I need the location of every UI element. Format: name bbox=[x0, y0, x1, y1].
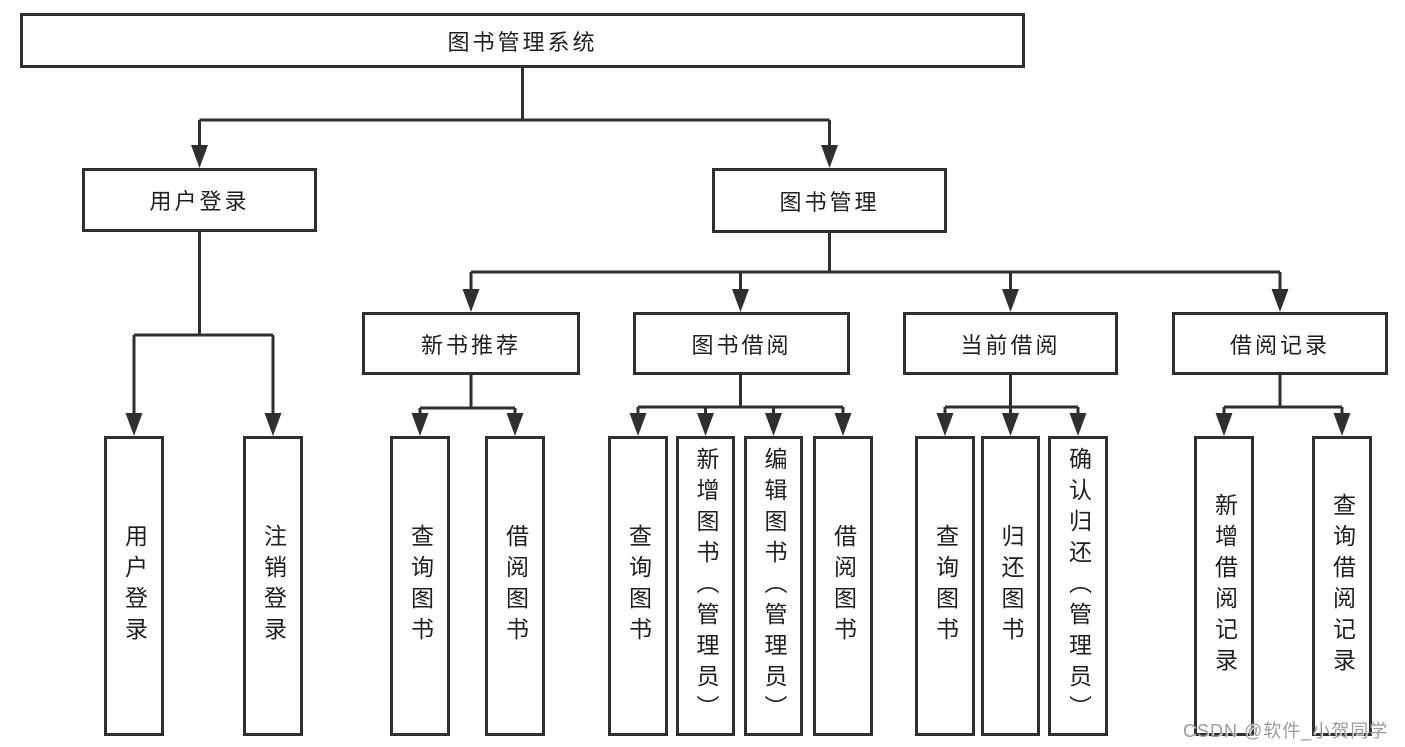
arrowheads bbox=[125, 145, 1351, 436]
node-leaf-current-query-book: 查询图书 bbox=[915, 436, 975, 736]
node-leaf-borrow-book-label: 借阅图书 bbox=[830, 524, 857, 648]
node-leaf-user-login: 用户登录 bbox=[104, 436, 164, 736]
node-book-borrow: 图书借阅 bbox=[633, 312, 850, 375]
node-leaf-recommend-query-book-label: 查询图书 bbox=[407, 524, 434, 648]
node-book-borrow-label: 图书借阅 bbox=[691, 332, 792, 358]
node-leaf-logout: 注销登录 bbox=[243, 436, 303, 736]
node-new-book-recommend: 新书推荐 bbox=[362, 312, 580, 375]
node-current-borrow-label: 当前借阅 bbox=[960, 332, 1061, 358]
node-leaf-recommend-borrow-book-label: 借阅图书 bbox=[502, 524, 529, 648]
node-leaf-user-login-label: 用户登录 bbox=[121, 524, 148, 648]
node-leaf-query-borrow-record-label: 查询借阅记录 bbox=[1329, 493, 1356, 679]
node-leaf-edit-book-admin-label: 编辑图书（管理员） bbox=[761, 446, 787, 726]
node-root: 图书管理系统 bbox=[20, 13, 1025, 68]
node-leaf-current-query-book-label: 查询图书 bbox=[932, 524, 959, 648]
node-borrow-records-label: 借阅记录 bbox=[1229, 332, 1330, 358]
node-leaf-confirm-return-admin: 确认归还（管理员） bbox=[1048, 436, 1108, 736]
node-borrow-records: 借阅记录 bbox=[1172, 312, 1388, 375]
node-new-book-recommend-label: 新书推荐 bbox=[420, 332, 521, 358]
node-leaf-query-borrow-record: 查询借阅记录 bbox=[1312, 436, 1372, 736]
node-leaf-edit-book-admin: 编辑图书（管理员） bbox=[744, 436, 803, 736]
node-leaf-borrow-book: 借阅图书 bbox=[813, 436, 873, 736]
node-book-management: 图书管理 bbox=[712, 168, 947, 233]
node-leaf-borrow-query-book: 查询图书 bbox=[608, 436, 668, 736]
node-user-login-label: 用户登录 bbox=[149, 189, 250, 214]
node-leaf-add-borrow-record: 新增借阅记录 bbox=[1194, 436, 1254, 736]
csdn-watermark: CSDN @软件_小贺同学 bbox=[1183, 721, 1389, 741]
node-leaf-add-book-admin-label: 新增图书（管理员） bbox=[693, 446, 719, 726]
node-leaf-add-borrow-record-label: 新增借阅记录 bbox=[1211, 493, 1238, 679]
node-leaf-add-book-admin: 新增图书（管理员） bbox=[676, 436, 735, 736]
node-leaf-logout-label: 注销登录 bbox=[260, 524, 287, 648]
node-leaf-recommend-query-book: 查询图书 bbox=[390, 436, 450, 736]
node-leaf-return-book: 归还图书 bbox=[981, 436, 1040, 736]
node-leaf-confirm-return-admin-label: 确认归还（管理员） bbox=[1065, 446, 1092, 726]
node-book-management-label: 图书管理 bbox=[779, 189, 880, 215]
node-user-login: 用户登录 bbox=[82, 168, 317, 232]
node-root-label: 图书管理系统 bbox=[447, 29, 598, 55]
node-leaf-recommend-borrow-book: 借阅图书 bbox=[485, 436, 545, 736]
node-leaf-borrow-query-book-label: 查询图书 bbox=[625, 524, 652, 648]
node-current-borrow: 当前借阅 bbox=[903, 312, 1118, 375]
node-leaf-return-book-label: 归还图书 bbox=[998, 524, 1024, 648]
